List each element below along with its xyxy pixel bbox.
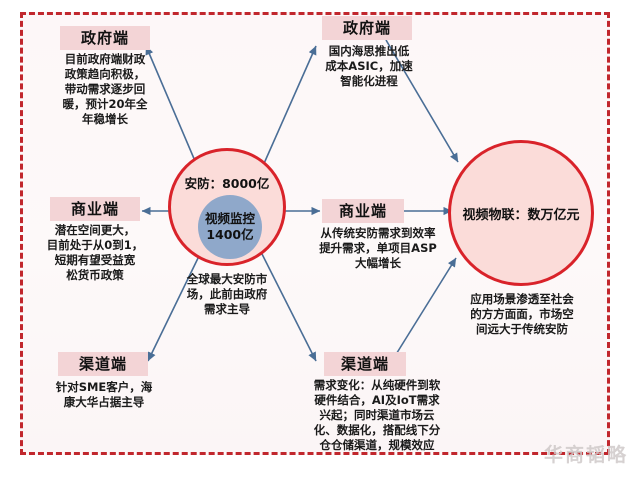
chip-left-government[interactable]: 政府端	[60, 26, 150, 50]
circle-security-label: 安防：8000亿	[184, 176, 270, 191]
text-left-government: 目前政府端财政 政策趋向积极， 带动需求逐步回 暖，预计20年全 年稳增长	[62, 52, 148, 126]
circle-video-label: 视频监控 1400亿	[204, 211, 255, 242]
chip-middle-government[interactable]: 政府端	[322, 16, 412, 40]
text-left-commercial: 潜在空间更大， 目前处于从0到1， 短期有望受益宽 松货币政策	[46, 223, 144, 282]
text-middle-government: 国内海思推出低 成本ASIC，加速 智能化进程	[325, 44, 413, 88]
chip-middle-commercial[interactable]: 商业端	[322, 199, 404, 223]
circle-video-iot: 视频物联：数万亿元	[448, 140, 594, 286]
text-middle-commercial: 从传统安防需求到效率 提升需求，单项目ASP 大幅增长	[319, 226, 437, 270]
chip-middle-channel[interactable]: 渠道端	[324, 352, 406, 376]
note-video-iot: 应用场景渗透至社会 的方方面面，市场空 间远大于传统安防	[470, 292, 574, 336]
watermark: 华商韬略	[543, 444, 628, 466]
text-middle-channel: 需求变化：从纯硬件到软 硬件结合，AI及IoT需求 兴起；同时渠道市场云 化、数…	[313, 378, 441, 452]
chip-left-channel[interactable]: 渠道端	[58, 352, 148, 376]
text-left-channel: 针对SME客户，海 康大华占据主导	[55, 380, 153, 409]
circle-video-surveillance: 视频监控 1400亿	[198, 195, 262, 259]
chip-left-commercial[interactable]: 商业端	[50, 197, 140, 221]
circle-iot-label: 视频物联：数万亿元	[462, 207, 580, 223]
note-security-market: 全球最大安防市 场，此前由政府 需求主导	[186, 272, 268, 316]
circle-security-market: 安防：8000亿 视频监控 1400亿	[168, 148, 286, 266]
